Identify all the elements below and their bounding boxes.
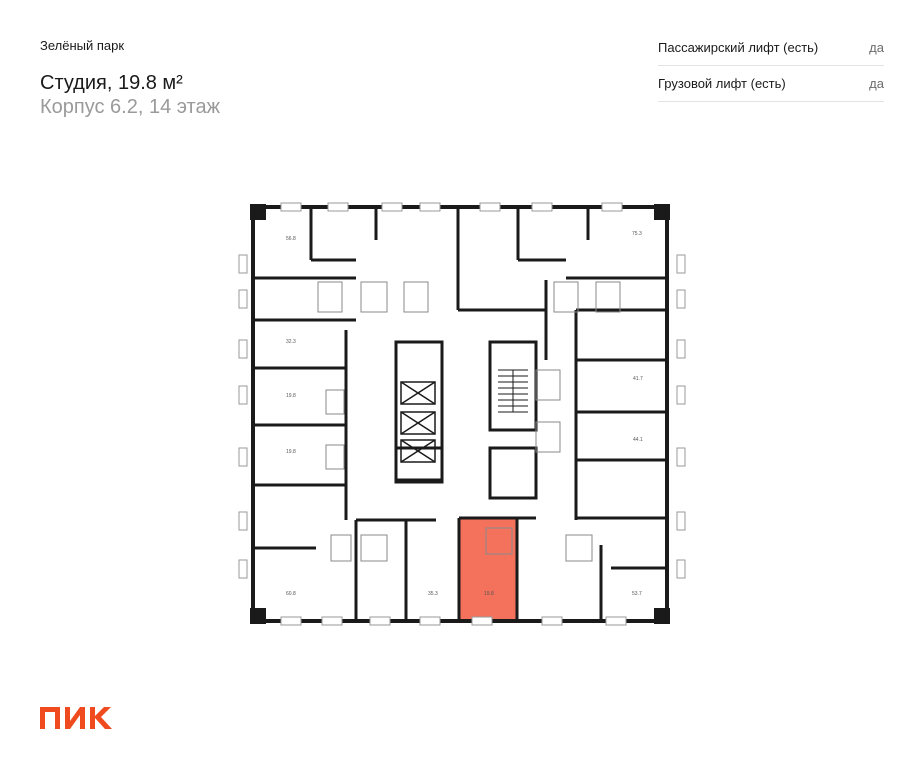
- windows: [238, 202, 686, 626]
- apartment-header: Зелёный парк Студия, 19.8 м² Корпус 6.2,…: [40, 38, 220, 119]
- spec-label: Пассажирский лифт (есть): [658, 40, 819, 55]
- unit-area-label: 19.8: [286, 449, 296, 455]
- corner-columns: [250, 204, 670, 624]
- unit-area-label: 44.1: [633, 437, 643, 443]
- spec-value: да: [869, 76, 884, 91]
- unit-labels: 56.8 75.3 32.3 41.7 19.8 44.1 19.8 60.8 …: [286, 231, 643, 597]
- bathroom-fixtures: [317, 281, 621, 562]
- elevator-specs: Пассажирский лифт (есть) да Грузовой лиф…: [658, 30, 884, 102]
- unit-area-label: 19.8: [286, 393, 296, 399]
- unit-area-label: 53.7: [632, 591, 642, 597]
- spec-row-freight-lift: Грузовой лифт (есть) да: [658, 66, 884, 102]
- unit-area-label: 41.7: [633, 376, 643, 382]
- elevator-shafts: [400, 381, 436, 463]
- pik-logo-icon: [40, 707, 112, 729]
- interior-walls: [253, 207, 667, 621]
- floor-plan-drawing: 56.8 75.3 32.3 41.7 19.8 44.1 19.8 60.8 …: [238, 202, 686, 626]
- stairs: [498, 369, 528, 413]
- pik-logo: [40, 705, 120, 736]
- spec-value: да: [869, 40, 884, 55]
- building-core: [394, 340, 538, 500]
- project-name: Зелёный парк: [40, 38, 125, 53]
- floor-plan: 56.8 75.3 32.3 41.7 19.8 44.1 19.8 60.8 …: [236, 190, 688, 640]
- apartment-title: Студия, 19.8 м²: [40, 72, 183, 94]
- spec-row-passenger-lift: Пассажирский лифт (есть) да: [658, 30, 884, 66]
- unit-area-label: 56.8: [286, 236, 296, 242]
- unit-area-label: 60.8: [286, 591, 296, 597]
- unit-area-label: 19.8: [484, 591, 494, 597]
- unit-area-label: 35.3: [428, 591, 438, 597]
- unit-area-label: 75.3: [632, 231, 642, 237]
- selected-apartment[interactable]: [459, 518, 517, 621]
- building-floor-subtitle: Корпус 6.2, 14 этаж: [40, 96, 220, 118]
- unit-area-label: 32.3: [286, 339, 296, 345]
- spec-label: Грузовой лифт (есть): [658, 76, 786, 91]
